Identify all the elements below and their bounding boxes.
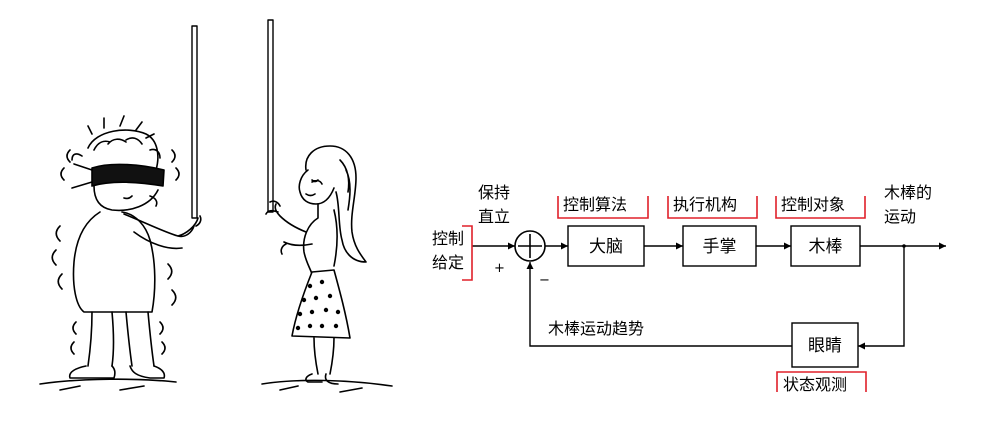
control-algorithm-label: 控制算法	[563, 195, 627, 214]
man-ground	[39, 378, 177, 391]
annotation-controlled-object: 控制对象	[775, 195, 866, 219]
summing-junction	[514, 230, 546, 262]
feedback-to-sum	[526, 262, 792, 347]
block-hand-label: 手掌	[703, 237, 737, 257]
block-brain-label: 大脑	[589, 237, 623, 257]
man-shoes	[68, 365, 166, 379]
woman-hair	[305, 145, 367, 263]
control-block-diagram: + − 大脑 手掌 木棒 眼睛 保持 直立 木棒的 运动 木棒运动趋势 控制 给…	[432, 183, 946, 394]
controlled-object-bracket	[775, 196, 866, 219]
block-eyes: 眼睛	[791, 322, 859, 368]
input-label-line2: 给定	[432, 253, 464, 272]
controlled-object-label: 控制对象	[781, 195, 845, 214]
input-bracket	[462, 225, 473, 281]
man-blindfold	[91, 163, 165, 187]
man-hair	[71, 115, 161, 171]
woman-drawing	[261, 19, 393, 393]
woman-shoes	[305, 373, 339, 385]
output-label-line1: 木棒的	[884, 183, 932, 202]
output-label-line2: 运动	[884, 207, 916, 226]
actuator-bracket	[667, 196, 758, 219]
input-label-line1: 控制	[432, 229, 464, 248]
plus-sign: +	[494, 261, 505, 276]
block-brain: 大脑	[567, 225, 645, 267]
woman-dress	[291, 269, 351, 339]
state-observation-label: 状态观测	[783, 375, 847, 394]
woman-stick	[267, 19, 274, 213]
feedback-label: 木棒运动趋势	[548, 319, 644, 338]
woman-arms	[265, 200, 313, 255]
minus-sign: −	[539, 273, 550, 288]
man-face	[93, 185, 159, 212]
man-legs	[87, 311, 155, 367]
annotation-actuator: 执行机构	[667, 195, 758, 219]
woman-legs	[313, 337, 335, 375]
woman-ground	[261, 379, 393, 393]
block-eyes-label: 眼睛	[808, 336, 842, 356]
feedback-to-eyes	[858, 246, 905, 350]
output-branch-point	[902, 244, 906, 248]
block-stick: 木棒	[790, 225, 861, 267]
control-algorithm-bracket	[557, 196, 649, 219]
dress-pattern	[295, 279, 341, 331]
blindfolded-man-drawing	[39, 25, 202, 391]
actuator-label: 执行机构	[673, 195, 737, 214]
setpoint-label-line1: 保持	[478, 183, 510, 202]
woman-torso	[302, 203, 338, 275]
block-stick-label: 木棒	[809, 237, 843, 257]
annotation-state-observation: 状态观测	[776, 371, 867, 394]
annotation-input: 控制 给定	[432, 225, 473, 281]
block-hand: 手掌	[682, 225, 757, 267]
man-stick	[191, 25, 198, 219]
annotation-control-algorithm: 控制算法	[557, 195, 649, 219]
man-body	[72, 211, 156, 313]
setpoint-label-line2: 直立	[478, 207, 510, 226]
state-observation-bracket	[776, 371, 867, 392]
man-arm	[123, 213, 202, 250]
